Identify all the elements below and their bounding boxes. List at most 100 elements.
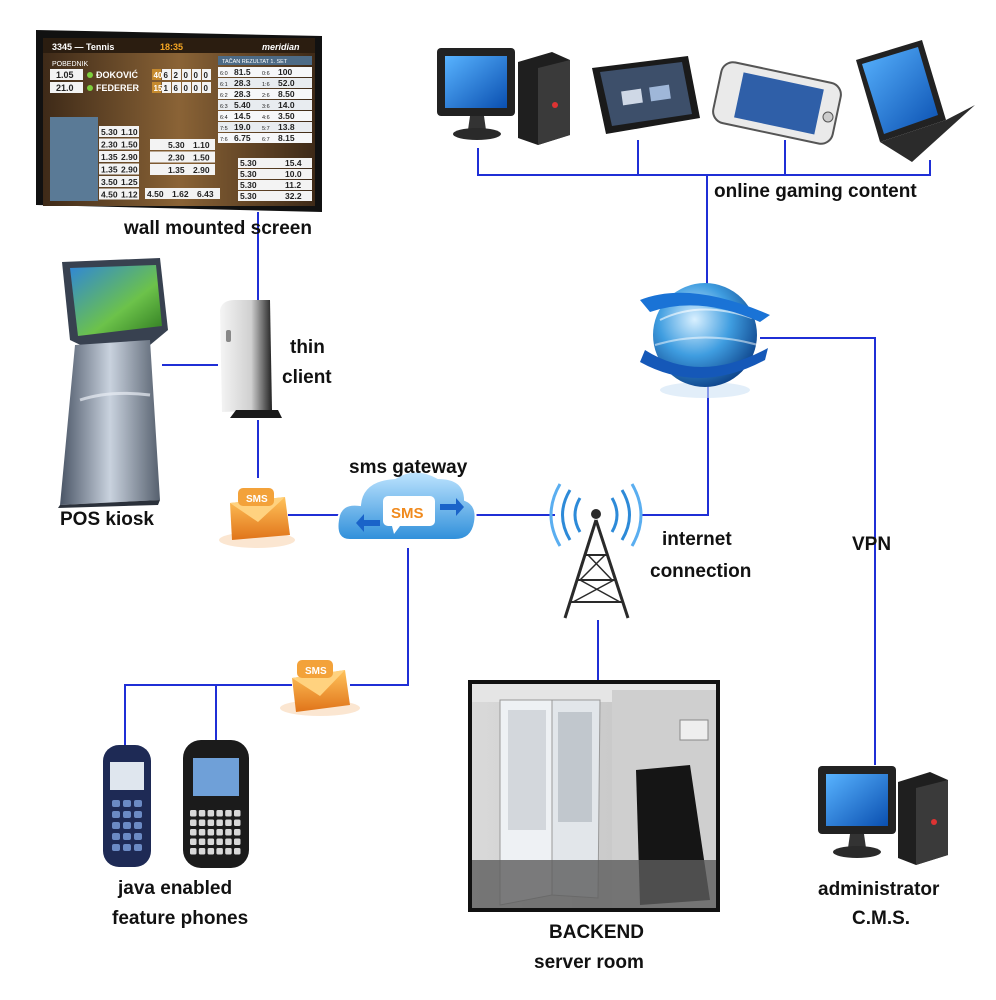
- keypad-key: [207, 810, 215, 817]
- right-table-cell: 6:4: [220, 115, 228, 121]
- score-value: 0: [204, 71, 209, 80]
- link-globe-to-admin: [760, 337, 876, 765]
- left-table-cell: 1.35: [101, 152, 118, 162]
- left-table-row: [99, 151, 139, 162]
- keypad-key: [216, 810, 223, 817]
- score-value: 0: [184, 84, 189, 93]
- left-table-cell: 1.10: [121, 127, 138, 137]
- label-online-gaming: online gaming content: [714, 181, 917, 202]
- left-table-cell: 1.35: [101, 165, 118, 175]
- admin-pc-icon: [818, 766, 948, 865]
- laptop-icon: [856, 40, 975, 162]
- label-phones-2: feature phones: [112, 908, 248, 929]
- screen-event: 3345 — Tennis: [52, 42, 114, 52]
- right-table-row: [218, 78, 312, 88]
- mid-table-cell: 1.50: [193, 153, 210, 163]
- left-table-cell: 1.50: [121, 140, 138, 150]
- keypad-key: [134, 822, 142, 829]
- right-bottom-cell: 5.30: [240, 158, 257, 168]
- score-cell: [172, 82, 181, 93]
- right-table-cell: 81.5: [234, 67, 251, 77]
- score-value: 40: [154, 71, 163, 80]
- mid-table-cell: 1.35: [168, 165, 185, 175]
- label-internet-2: connection: [650, 561, 751, 582]
- thin-client: [220, 300, 282, 418]
- score-value: 2: [174, 71, 179, 80]
- mid-table-cell: 2.30: [168, 153, 185, 163]
- label-thin-client-2: client: [282, 367, 332, 388]
- sms-envelope-icon-2: SMS: [280, 660, 360, 716]
- right-table-cell: 2:6: [262, 93, 270, 99]
- mid-table-cell: 5.30: [168, 140, 185, 150]
- score-value: 6: [164, 71, 169, 80]
- keypad-key: [198, 810, 206, 817]
- score-cell: [172, 69, 181, 80]
- keypad-key: [207, 848, 215, 855]
- right-table-header: TAČAN REZULTAT 1. SET: [222, 58, 288, 65]
- keypad-key: [234, 810, 241, 817]
- score-cell: [152, 82, 161, 93]
- label-thin-client-1: thin: [290, 337, 325, 358]
- keypad-key: [134, 844, 142, 851]
- left-table-cell: 1.12: [121, 190, 138, 200]
- keypad-key: [123, 833, 131, 840]
- mid-table-row: [150, 139, 215, 150]
- mid-table-cell: 1.10: [193, 140, 210, 150]
- left-table-row: [99, 138, 139, 150]
- score-value: 6: [174, 84, 179, 93]
- mid-table-row: [150, 151, 215, 163]
- screen-time: 18:35: [160, 42, 183, 52]
- link-tower-to-globe: [640, 380, 709, 516]
- label-sms-gateway: sms gateway: [349, 457, 468, 478]
- right-table-cell: 14.0: [278, 100, 295, 110]
- right-table-cell: 6:7: [262, 137, 270, 143]
- keypad-key: [207, 838, 215, 845]
- right-table-cell: 5:7: [262, 126, 270, 132]
- keypad-key: [225, 848, 232, 855]
- left-table-cell: 4.50: [101, 190, 118, 200]
- feature-phone-2-icon: [183, 740, 249, 868]
- right-table-cell: 6:0: [220, 71, 228, 77]
- score-value: 1: [164, 84, 169, 93]
- right-bottom-cell: 15.4: [285, 158, 302, 168]
- score-cell: [182, 69, 191, 80]
- sms-gateway-text: SMS: [391, 505, 424, 522]
- right-table-cell: 52.0: [278, 78, 295, 88]
- screen-odd-2: 21.0: [56, 83, 74, 93]
- keypad-key: [112, 844, 120, 851]
- keypad-key: [190, 848, 197, 855]
- left-table-cell: 1.25: [121, 177, 138, 187]
- backend-server-room: [468, 680, 720, 912]
- right-table-cell: 28.3: [234, 78, 251, 88]
- left-table-row: [99, 188, 139, 200]
- connection-lines: [124, 140, 931, 765]
- right-table-cell: 14.5: [234, 111, 251, 121]
- keypad-key: [190, 838, 197, 845]
- keypad-key: [234, 829, 241, 836]
- right-table-cell: 6.75: [234, 133, 251, 143]
- link-devices-bus: [477, 140, 931, 176]
- sms-envelope-icon: SMS: [219, 488, 295, 548]
- right-bottom-row: [238, 158, 312, 168]
- mid-bottom-row: [145, 188, 220, 199]
- right-table-cell: 8.15: [278, 133, 295, 143]
- globe-icon: [640, 283, 770, 398]
- right-table-cell: 7:6: [220, 137, 228, 143]
- right-table-cell: 5.40: [234, 100, 251, 110]
- right-table-cell: 19.0: [234, 122, 251, 132]
- score-cell: [182, 82, 191, 93]
- right-bottom-row: [238, 169, 312, 179]
- keypad-key: [225, 819, 232, 826]
- label-pos-kiosk: POS kiosk: [60, 509, 154, 530]
- keypad-key: [123, 800, 131, 807]
- right-table-cell: 7:5: [220, 126, 228, 132]
- keypad-key: [225, 829, 232, 836]
- right-bottom-cell: 32.2: [285, 191, 302, 201]
- pos-kiosk: [58, 258, 168, 508]
- screen-player-2: FEDERER: [96, 83, 140, 93]
- score-cell: [162, 69, 171, 80]
- right-table-row: [218, 111, 312, 121]
